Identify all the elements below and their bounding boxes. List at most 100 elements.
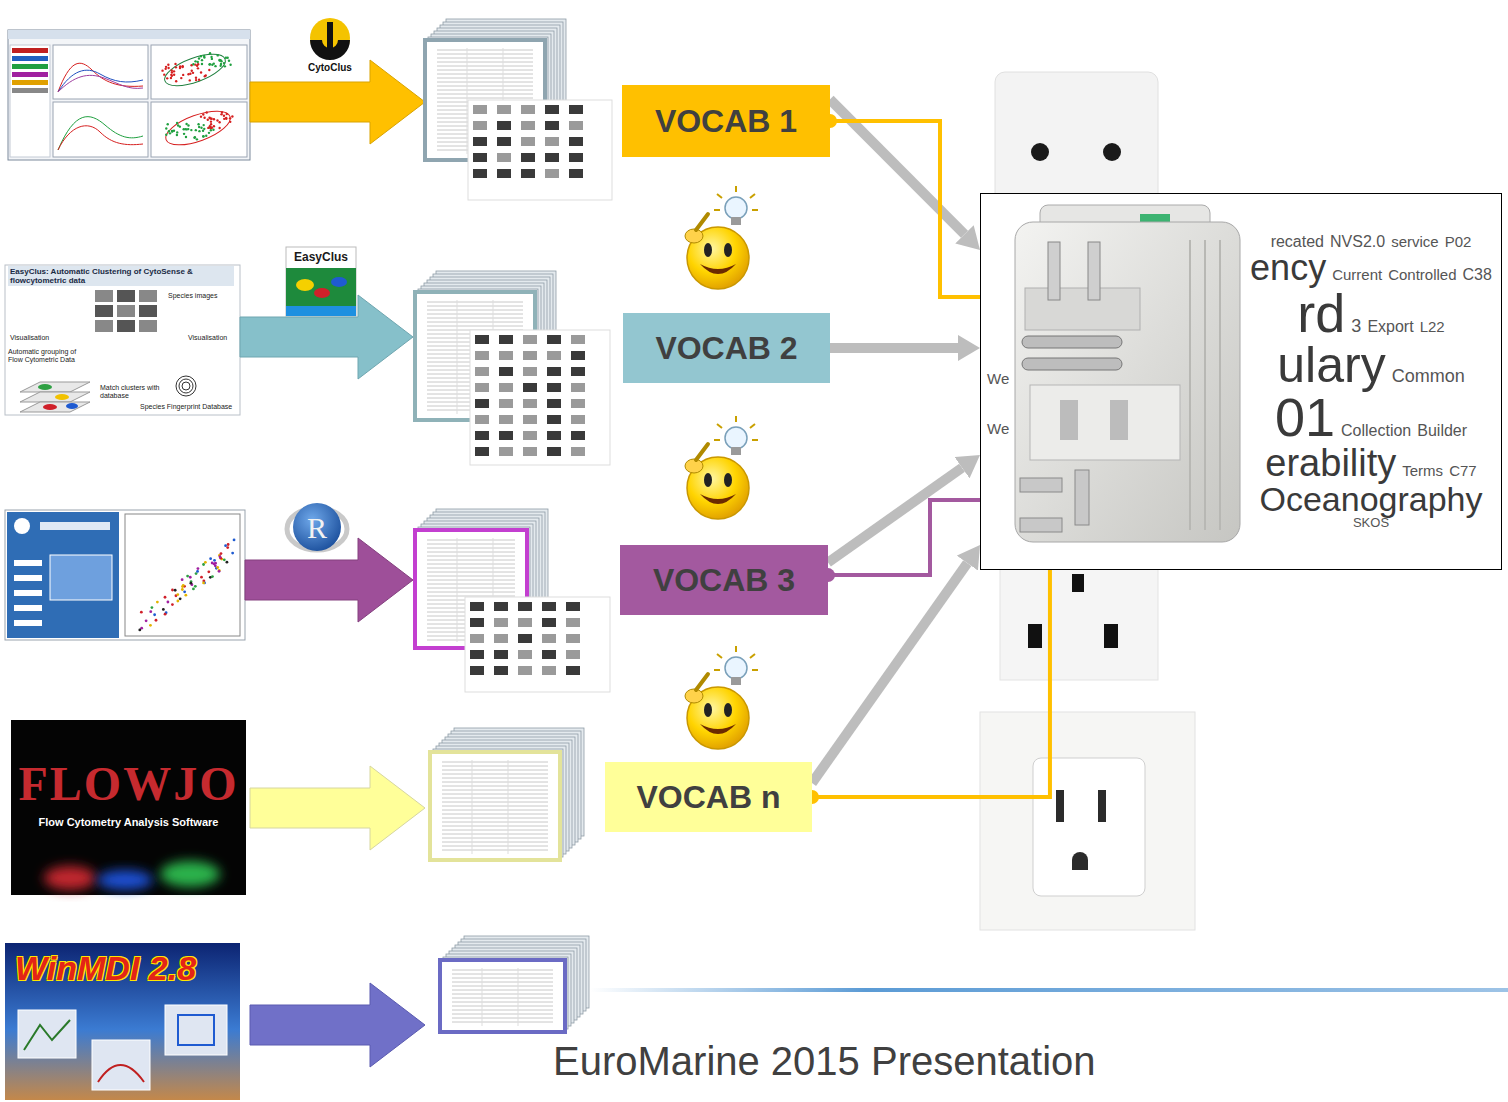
flowjo-spot	[160, 861, 220, 887]
scatter-dot	[177, 124, 179, 126]
socket-hole	[1056, 790, 1064, 822]
scatter-dot	[200, 127, 202, 129]
connector-arrow	[830, 343, 958, 353]
scatter-dot	[164, 613, 167, 616]
scatter-dot	[191, 70, 193, 72]
socket-hole	[1103, 143, 1121, 161]
mini-plot	[98, 1065, 144, 1082]
file-front	[440, 960, 565, 1032]
thumbnail-cells	[470, 602, 580, 675]
gate-outline	[161, 48, 229, 92]
scatter-dot	[181, 578, 184, 581]
scatter-dot	[214, 562, 217, 565]
scatter-dot	[196, 570, 199, 573]
scatter-dot	[181, 66, 183, 68]
scatter-dot	[218, 570, 221, 573]
table-columns	[482, 968, 518, 1026]
node-text: Builder	[1417, 423, 1467, 439]
scatter-dot	[181, 65, 183, 67]
thumbnail-cells	[473, 105, 583, 178]
scatter-dot	[185, 136, 187, 138]
node-text: 01	[1275, 390, 1335, 444]
scatter-dot	[216, 119, 218, 121]
fingerprint	[179, 379, 193, 393]
easyclus-logo	[286, 306, 356, 316]
vocabulary-box: VOCAB n	[605, 762, 812, 832]
scatter-dot	[176, 600, 179, 603]
vocabulary-box: VOCAB 2	[623, 313, 830, 383]
list-row	[12, 80, 48, 85]
scatter-dot	[176, 134, 178, 136]
list-row	[12, 88, 48, 93]
connector-wire	[828, 500, 980, 575]
socket-hole	[1098, 790, 1106, 822]
scatter-dot	[198, 57, 200, 59]
scatter-dot	[174, 63, 176, 65]
scatter-dot	[145, 619, 148, 622]
screenshot-text: Automatic grouping of Flow Cytometric Da…	[8, 348, 86, 364]
scatter-dot	[189, 73, 191, 75]
scatter-dot	[200, 71, 202, 73]
scatter-dot	[174, 589, 177, 592]
scatter-dot	[206, 111, 208, 113]
screenshot-text: Visualisation	[10, 334, 49, 342]
scatter-dot	[218, 121, 220, 123]
species-thumbnail	[139, 290, 157, 302]
data-layer	[20, 382, 90, 392]
scatter-dot	[182, 74, 184, 76]
scatter-dot	[173, 130, 175, 132]
thumbnail-cells	[470, 618, 580, 675]
scatter-dot	[165, 66, 167, 68]
easyclus-logo	[286, 268, 356, 306]
scatter-dot	[207, 119, 209, 121]
scatter-dot	[205, 135, 207, 137]
list-row	[12, 48, 48, 53]
adapter-ridges	[1190, 240, 1220, 530]
scatter-dot	[208, 63, 210, 65]
scatter-dot	[229, 121, 231, 123]
fingerprint	[182, 382, 190, 390]
scatter-dot	[153, 613, 156, 616]
scatter-dot	[195, 79, 197, 81]
scatter-dot	[171, 75, 173, 77]
scatter-dot	[200, 55, 202, 57]
file-front	[430, 752, 560, 860]
scatter-dot	[213, 125, 215, 127]
scatter-dot	[221, 111, 223, 113]
scatter-dot	[161, 69, 163, 71]
node-text: Current	[1332, 267, 1382, 282]
scatter-dot	[155, 619, 158, 622]
screenshot-panel	[10, 45, 50, 157]
species-thumbnail	[117, 320, 135, 332]
scatter-dot	[224, 65, 226, 67]
gate-outline	[162, 104, 235, 152]
scatter-dot	[208, 69, 210, 71]
node-text: FLOWJO	[18, 760, 238, 808]
scatter-dot	[171, 589, 174, 592]
scatter-dot	[196, 138, 198, 140]
screenshot-window	[8, 30, 250, 160]
scatter-dot	[180, 77, 182, 79]
r-logo	[293, 503, 341, 551]
screenshot-panel	[7, 512, 119, 638]
scatter-dot	[208, 132, 210, 134]
scatter-dot	[205, 74, 207, 76]
node-text: rd	[1297, 286, 1345, 340]
idea-smiley	[685, 416, 758, 519]
adapter-pin	[1048, 242, 1060, 300]
adapter-pin	[1022, 336, 1122, 348]
socket-hole	[1028, 624, 1042, 648]
scatter-dot	[220, 552, 223, 555]
cluster-blob	[38, 384, 52, 390]
plot-panel	[53, 45, 148, 99]
adapter-slot	[1110, 400, 1128, 440]
scatter-dot	[168, 130, 170, 132]
scatter-dot	[217, 54, 219, 56]
species-thumbnail	[95, 290, 113, 302]
scatter-dot	[224, 544, 227, 547]
scatter-dot	[210, 123, 212, 125]
adapter-pin	[1075, 470, 1089, 525]
scatter-dot	[213, 118, 215, 120]
scatter-dot	[187, 124, 189, 126]
node-text: VOCAB n	[637, 779, 781, 816]
